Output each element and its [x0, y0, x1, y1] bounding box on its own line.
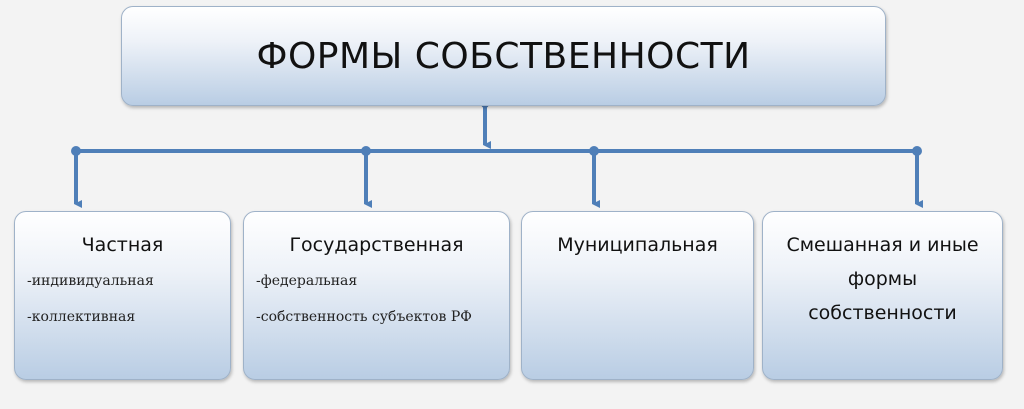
- root-title: ФОРМЫ СОБСТВЕННОСТИ: [256, 35, 751, 77]
- node-state: Государственная -федеральная -собственно…: [243, 211, 510, 380]
- node-municipal: Муниципальная: [521, 211, 754, 380]
- connector-dot: [71, 146, 81, 156]
- connector-dot: [912, 146, 922, 156]
- node-item: -федеральная: [256, 273, 358, 289]
- node-title: Смешанная и иные формы собственности: [786, 234, 979, 324]
- node-private: Частная -индивидуальная -коллективная: [14, 211, 231, 380]
- connector-dot: [589, 146, 599, 156]
- node-item: -индивидуальная: [27, 273, 154, 289]
- node-item: -коллективная: [27, 309, 136, 325]
- connector-dot: [361, 146, 371, 156]
- node-title: Муниципальная: [557, 234, 718, 256]
- node-item: -собственность субъектов РФ: [256, 309, 472, 325]
- node-title: Государственная: [289, 234, 464, 256]
- node-mixed: Смешанная и иные формы собственности: [762, 211, 1003, 380]
- root-node: ФОРМЫ СОБСТВЕННОСТИ: [121, 6, 886, 106]
- node-title: Частная: [81, 234, 164, 256]
